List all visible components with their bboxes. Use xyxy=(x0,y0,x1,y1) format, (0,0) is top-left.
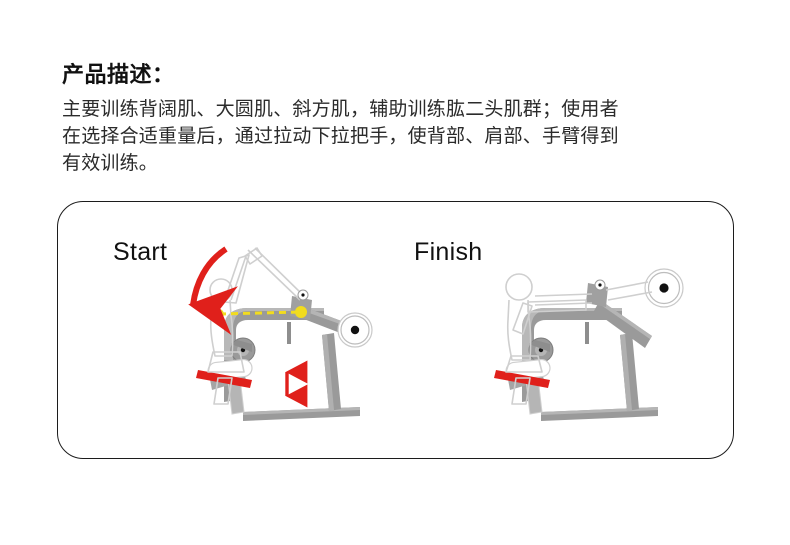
description-line-2: 在选择合适重量后，通过拉动下拉把手，使背部、肩部、手臂得到 xyxy=(62,126,619,147)
pose-label-start: Start xyxy=(113,238,168,266)
description-line-1: 主要训练背阔肌、大圆肌、斜方肌，辅助训练肱二头肌群；使用者 xyxy=(62,99,619,120)
pose-label-finish: Finish xyxy=(414,238,483,266)
description-line-3: 有效训练。 xyxy=(62,153,159,174)
page-title: 产品描述： xyxy=(62,62,175,87)
description-body: 主要训练背阔肌、大圆肌、斜方肌，辅助训练肱二头肌群；使用者 在选择合适重量后，通… xyxy=(62,96,752,177)
